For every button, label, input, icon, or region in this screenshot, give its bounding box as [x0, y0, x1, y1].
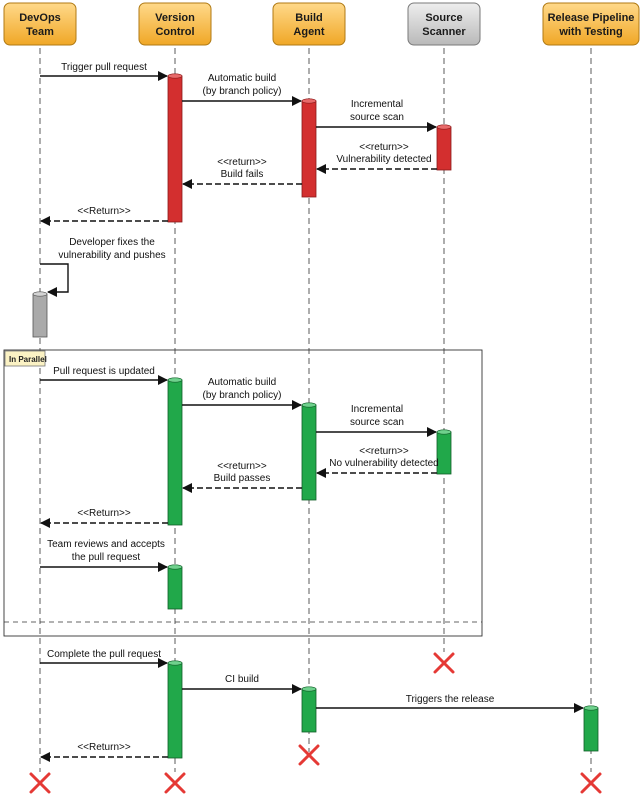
participant-devops-line1: DevOps: [19, 12, 61, 24]
message-label-build-passes-line1: <<return>>: [217, 461, 267, 472]
activation-agent-3: [301, 688, 317, 733]
destroy-mark-icon: [29, 772, 51, 794]
participant-source-scanner-line2: Scanner: [422, 26, 466, 38]
participant-build-agent-line2: Agent: [293, 26, 325, 38]
participant-source-scanner: Source Scanner: [407, 2, 481, 46]
participant-source-scanner-line1: Source: [425, 12, 462, 24]
message-label-auto-build-1-line1: Automatic build: [208, 73, 276, 84]
destroy-mark-icon: [298, 744, 320, 766]
messages: [40, 71, 584, 762]
activation-scanner-2: [436, 431, 452, 475]
message-label-dev-fix-line2: vulnerability and pushes: [58, 250, 165, 261]
message-label-auto-build-1-line2: (by branch policy): [203, 86, 282, 97]
participant-build-agent-line1: Build: [295, 12, 323, 24]
parallel-frame: In Parallel: [3, 349, 483, 637]
parallel-frame-label: In Parallel: [9, 355, 47, 364]
message-labels: Trigger pull request Automatic build (by…: [47, 62, 495, 753]
message-label-pr-updated: Pull request is updated: [53, 366, 155, 377]
participant-release-pipeline-line1: Release Pipeline: [548, 12, 635, 24]
participant-headers: DevOps Team Version Control Build Agent …: [3, 2, 640, 46]
message-label-auto-build-2-line1: Automatic build: [208, 377, 276, 388]
participant-version-control: Version Control: [138, 2, 212, 46]
message-label-scan-2-line1: Incremental: [351, 404, 403, 415]
activation-agent-2: [301, 404, 317, 501]
message-label-ci-build: CI build: [225, 674, 259, 685]
activation-devops-fix: [32, 293, 48, 338]
message-label-trigger-release: Triggers the release: [406, 694, 495, 705]
message-label-return-2: <<Return>>: [77, 508, 131, 519]
message-label-no-vuln-line1: <<return>>: [359, 446, 409, 457]
message-arrow-self-fix: [40, 263, 69, 297]
message-label-no-vuln-line2: No vulnerability detected: [329, 458, 439, 469]
activation-agent-1: [301, 100, 317, 198]
message-label-return-1: <<Return>>: [77, 206, 131, 217]
message-label-vuln-line2: Vulnerability detected: [336, 154, 431, 165]
participant-devops-line2: Team: [26, 26, 54, 38]
participant-release-pipeline: Release Pipeline with Testing: [542, 2, 640, 46]
activation-vc-1: [167, 75, 183, 223]
message-label-scan-1-line2: source scan: [350, 112, 404, 123]
activation-release: [583, 707, 599, 752]
activations: [32, 73, 599, 759]
destroy-marks: [29, 652, 602, 794]
message-label-build-fails-line1: <<return>>: [217, 157, 267, 168]
destroy-mark-icon: [164, 772, 186, 794]
message-label-scan-1-line1: Incremental: [351, 99, 403, 110]
message-label-complete-pr: Complete the pull request: [47, 649, 161, 660]
message-label-scan-2-line2: source scan: [350, 417, 404, 428]
message-label-trigger-pr: Trigger pull request: [61, 62, 147, 73]
message-label-review-line2: the pull request: [72, 552, 141, 563]
participant-version-control-line1: Version: [155, 12, 195, 24]
destroy-mark-icon: [580, 772, 602, 794]
activation-scanner-1: [436, 126, 452, 171]
participant-version-control-line2: Control: [155, 26, 194, 38]
message-label-return-3: <<Return>>: [77, 742, 131, 753]
activation-vc-3: [167, 566, 183, 610]
participant-build-agent: Build Agent: [272, 2, 346, 46]
message-label-dev-fix-line1: Developer fixes the: [69, 237, 155, 248]
message-label-review-line1: Team reviews and accepts: [47, 539, 165, 550]
activation-vc-4: [167, 662, 183, 759]
destroy-mark-icon: [433, 652, 455, 674]
message-label-auto-build-2-line2: (by branch policy): [203, 390, 282, 401]
activation-vc-2: [167, 379, 183, 526]
message-label-build-fails-line2: Build fails: [221, 169, 264, 180]
message-label-vuln-line1: <<return>>: [359, 142, 409, 153]
participant-devops: DevOps Team: [3, 2, 77, 46]
message-label-build-passes-line2: Build passes: [214, 473, 271, 484]
participant-release-pipeline-line2: with Testing: [558, 26, 622, 38]
